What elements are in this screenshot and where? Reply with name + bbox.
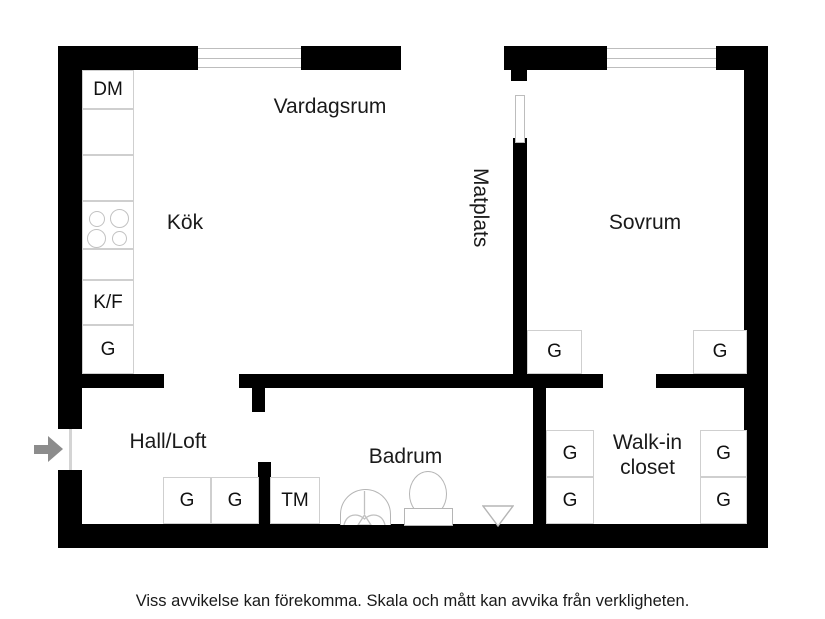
toilet-symbol-tank (404, 508, 453, 526)
room-label-walkin-closet-line2: closet (620, 456, 675, 479)
interior-wall-closet-top-right (656, 374, 766, 388)
room-label-hall: Hall/Loft (129, 430, 207, 453)
kitchen-unit-counter-1 (82, 109, 134, 155)
entrance-door-opening (69, 429, 72, 470)
closet-walkin-left-top-g: G (546, 430, 594, 477)
interior-wall-hall-top-left (58, 374, 164, 388)
shower-inner-detail (343, 491, 386, 525)
interior-wall-bathroom-right (533, 388, 546, 528)
kitchen-unit-dm: DM (82, 70, 134, 109)
interior-wall-closet-top-left (500, 374, 603, 388)
outer-wall-bottom (58, 524, 768, 548)
window-top-left (198, 48, 301, 68)
kitchen-unit-counter-2 (82, 155, 134, 201)
kitchen-unit-wardrobe-g: G (82, 325, 134, 374)
room-label-kitchen: Kök (166, 211, 204, 234)
dining-door-opening (515, 95, 525, 143)
interior-wall-hall-top-mid (239, 374, 533, 388)
wall-stub-hall-cabinets (258, 462, 271, 526)
outer-wall-right (744, 46, 768, 548)
interior-wall-dining-bedroom (513, 138, 527, 388)
stove-burner-top-right (110, 209, 129, 228)
outer-wall-left (58, 46, 82, 429)
closet-walkin-left-bottom-g: G (546, 477, 594, 524)
stove-burner-bottom-right (112, 231, 127, 246)
disclaimer-caption: Viss avvikelse kan förekomma. Skala och … (135, 592, 690, 610)
floor-drain-symbol (482, 505, 514, 527)
window-top-right (607, 48, 716, 68)
wall-stub-top-dining (511, 70, 527, 81)
closet-bedroom-g: G (693, 330, 747, 374)
closet-hall-tm: TM (270, 477, 320, 524)
closet-hall-right-g: G (211, 477, 259, 524)
room-label-living-room: Vardagsrum (273, 95, 387, 118)
closet-walkin-right-bottom-g: G (700, 477, 747, 524)
outer-wall-top-mid-segment (301, 46, 401, 70)
room-label-walkin-closet-line1: Walk-in (612, 431, 683, 454)
stove-burner-top-left (89, 211, 105, 227)
kitchen-unit-counter-3 (82, 249, 134, 280)
room-label-bathroom: Badrum (368, 445, 443, 468)
closet-walkin-right-top-g: G (700, 430, 747, 477)
closet-dining-g: G (527, 330, 582, 374)
closet-hall-left-g: G (163, 477, 211, 524)
room-label-bedroom: Sovrum (608, 211, 682, 234)
stove-burner-bottom-left (87, 229, 106, 248)
room-label-dining: Matplats (469, 168, 492, 248)
kitchen-unit-fridge-freezer: K/F (82, 280, 134, 325)
wall-stub-hall-mid (252, 388, 265, 412)
outer-wall-top-mid2-segment (504, 46, 607, 70)
